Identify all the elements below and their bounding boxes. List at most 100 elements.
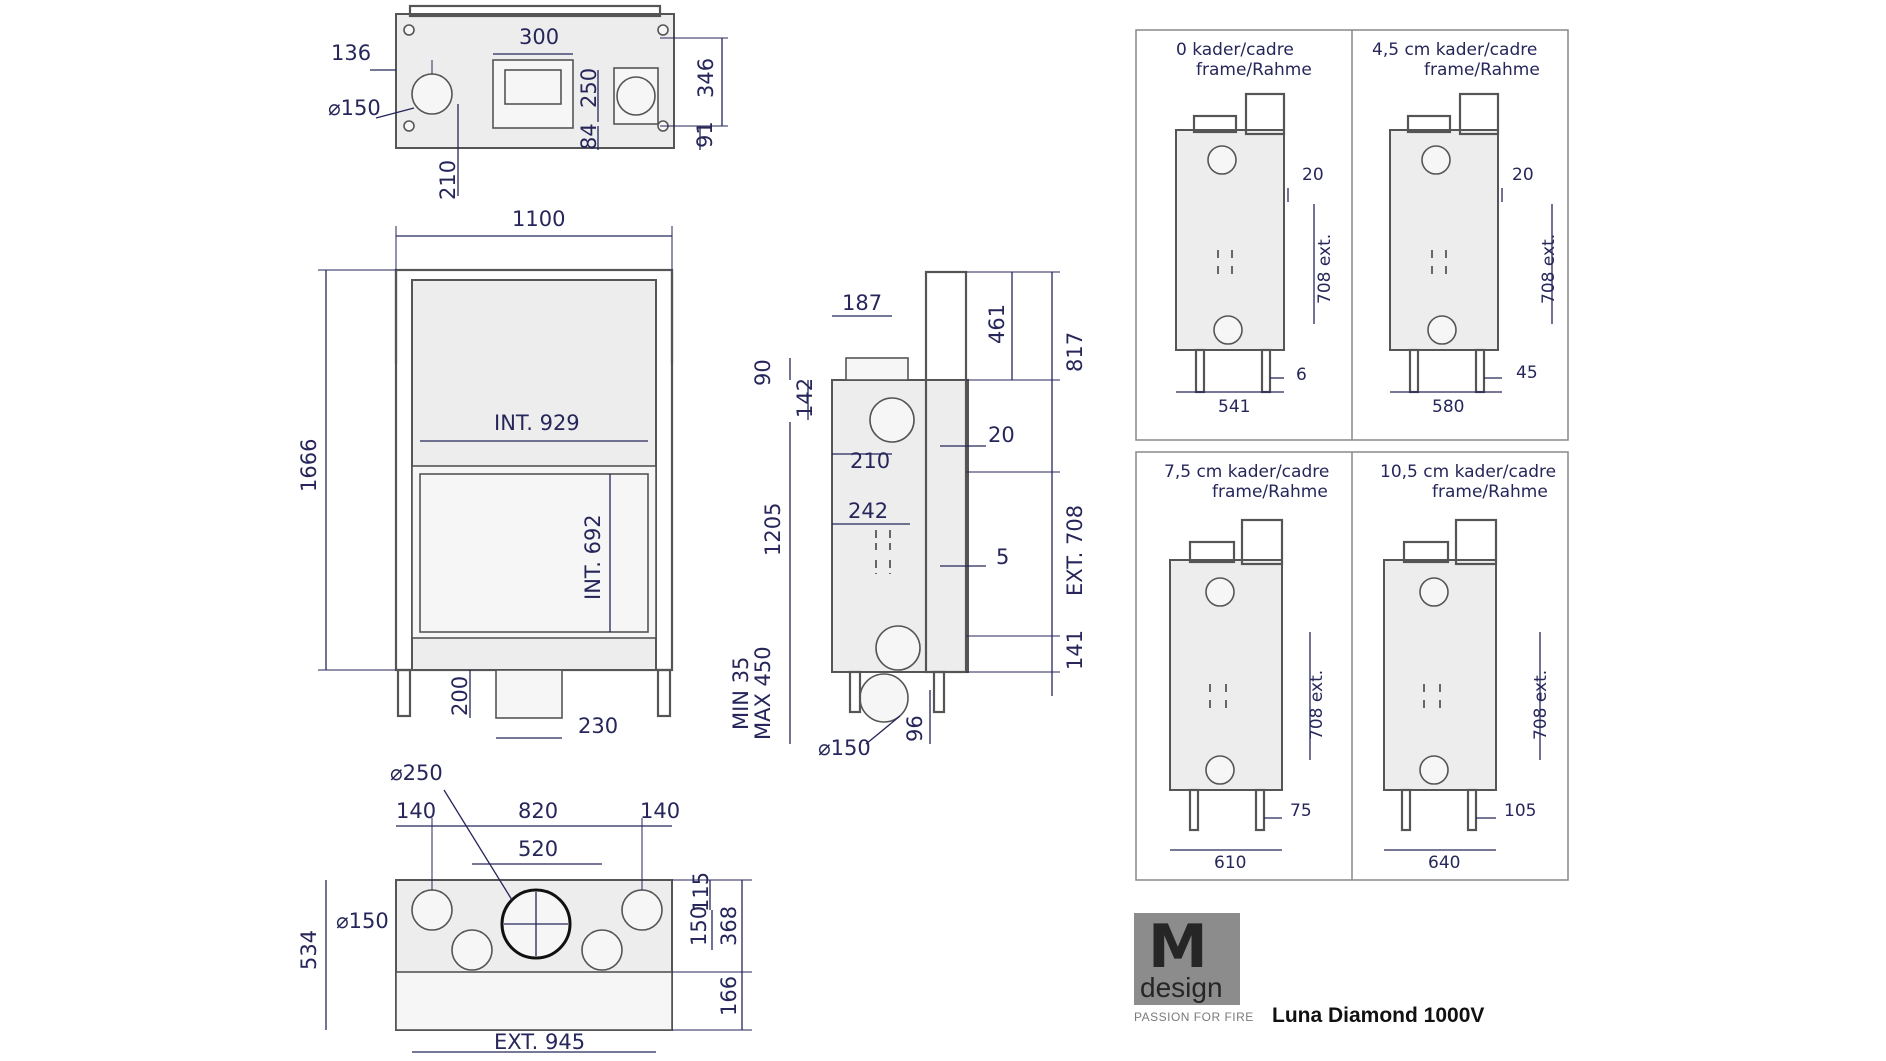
- frame-panel-1: 4,5 cm kader/cadre frame/Rahme 20 708 ex…: [1372, 40, 1559, 417]
- bottom-dim-150: ⌀150: [336, 909, 389, 933]
- front-view-duct: [495, 669, 563, 719]
- side-dim-20: 20: [988, 423, 1015, 447]
- side-dim-min35: MIN 35: [729, 657, 753, 730]
- front-view-glass-inner: [419, 473, 649, 633]
- top-view-rim: [408, 4, 662, 18]
- model-name: Luna Diamond 1000V: [1272, 1004, 1485, 1027]
- front-dim-int692: INT. 692: [581, 514, 605, 600]
- side-dim-141: 141: [1063, 630, 1087, 670]
- top-dim-136: 136: [331, 41, 371, 65]
- side-dim-242: 242: [848, 499, 888, 523]
- bottom-dim-820: 820: [518, 799, 558, 823]
- brand-logo: M design: [1134, 913, 1240, 1005]
- side-view: 187 90 142 461 817 210 20 242 1205 5 EXT…: [729, 270, 1087, 760]
- bottom-dim-520: 520: [518, 837, 558, 861]
- bottom-view: ⌀250 140 820 140 520 ⌀150 534 115 150 36…: [297, 761, 752, 1054]
- side-view-bottom-pipe: [875, 625, 921, 671]
- bottom-dim-140-right: 140: [640, 799, 680, 823]
- side-dim-1205: 1205: [761, 503, 785, 556]
- top-dim-250: 250: [577, 68, 601, 108]
- top-dim-210: 210: [436, 160, 460, 200]
- bottom-view-pipe-150: [581, 929, 623, 971]
- panel-3-line2: frame/Rahme: [1432, 482, 1548, 502]
- front-dim-1666: 1666: [297, 439, 321, 492]
- front-view: 1100 1666 INT. 929 INT. 692 200 230: [297, 207, 674, 739]
- side-dim-187: 187: [842, 291, 882, 315]
- bottom-view-pipe-150: [451, 929, 493, 971]
- bottom-dim-150-vert: 150: [687, 906, 711, 946]
- bottom-dim-ext945: EXT. 945: [494, 1030, 585, 1054]
- side-view-top-pipe: [869, 397, 915, 443]
- side-view-leg: [932, 670, 946, 714]
- front-dim-200: 200: [448, 676, 472, 716]
- top-view-foot: [657, 24, 669, 36]
- top-view-pipe-150: [411, 73, 453, 115]
- panel-0-top: 20: [1302, 165, 1324, 185]
- panel-1-ext: 708 ext.: [1539, 234, 1559, 304]
- logo-word: design: [1140, 972, 1223, 1003]
- top-view-foot: [403, 120, 415, 132]
- frame-panels: 0 kader/cadre frame/Rahme 20 708 ext. 6 …: [1135, 29, 1569, 881]
- top-dim-300: 300: [519, 25, 559, 49]
- panel-1-top: 20: [1512, 165, 1534, 185]
- top-dim-91: 91: [693, 121, 717, 148]
- front-dim-int929: INT. 929: [494, 411, 580, 435]
- panel-1-side: 45: [1516, 363, 1538, 383]
- frame-panel-3: 10,5 cm kader/cadre frame/Rahme 708 ext.…: [1380, 462, 1556, 873]
- side-view-collar: [845, 357, 909, 381]
- side-dim-142: 142: [793, 378, 817, 418]
- top-view-outlet-inner: [504, 69, 562, 105]
- front-view-leg: [656, 668, 672, 718]
- bottom-dim-534: 534: [297, 930, 321, 970]
- side-dim-96: 96: [903, 715, 927, 742]
- side-dim-817: 817: [1063, 332, 1087, 372]
- side-dim-ext708: EXT. 708: [1063, 505, 1087, 596]
- panel-0-ext: 708 ext.: [1315, 234, 1335, 304]
- side-view-leg: [848, 670, 862, 714]
- top-view-vent-pipe: [616, 76, 656, 116]
- bottom-dim-115: 115: [689, 872, 713, 912]
- panel-3-width: 640: [1428, 853, 1460, 873]
- front-dim-1100: 1100: [512, 207, 565, 231]
- panel-3-ext: 708 ext.: [1531, 670, 1551, 740]
- panel-2-ext: 708 ext.: [1307, 670, 1327, 740]
- panel-0-line2: frame/Rahme: [1196, 60, 1312, 80]
- bottom-view-pipe-150: [411, 889, 453, 931]
- logo-tagline: PASSION FOR FIRE: [1134, 1010, 1254, 1024]
- top-dim-346: 346: [694, 58, 718, 98]
- bottom-dim-250: ⌀250: [390, 761, 443, 785]
- bottom-view-lower: [395, 971, 673, 1031]
- panel-2-line2: frame/Rahme: [1212, 482, 1328, 502]
- frame-panel-2: 7,5 cm kader/cadre frame/Rahme 708 ext. …: [1164, 462, 1329, 873]
- bottom-view-pipe-150: [621, 889, 663, 931]
- panel-2-width: 610: [1214, 853, 1246, 873]
- panel-2-line1: 7,5 cm kader/cadre: [1164, 462, 1329, 482]
- top-view: 136 300 346 250 84 91 210 ⌀150: [328, 4, 728, 200]
- panel-0-width: 541: [1218, 397, 1250, 417]
- panel-3-side: 105: [1504, 801, 1536, 821]
- panel-0-side: 6: [1296, 365, 1307, 385]
- bottom-dim-368: 368: [717, 906, 741, 946]
- top-dim-150: ⌀150: [328, 96, 381, 120]
- panel-1-width: 580: [1432, 397, 1464, 417]
- panel-3-line1: 10,5 cm kader/cadre: [1380, 462, 1556, 482]
- side-dim-5: 5: [996, 545, 1009, 569]
- side-dim-max450: MAX 450: [751, 646, 775, 740]
- logo-letter: M: [1148, 912, 1208, 982]
- side-dim-461: 461: [985, 304, 1009, 344]
- side-view-pipe-150: [859, 673, 909, 723]
- bottom-dim-166: 166: [717, 976, 741, 1016]
- panel-1-line1: 4,5 cm kader/cadre: [1372, 40, 1537, 60]
- frame-panel-0: 0 kader/cadre frame/Rahme 20 708 ext. 6 …: [1175, 40, 1335, 417]
- side-dim-210: 210: [850, 449, 890, 473]
- bottom-dim-140-left: 140: [396, 799, 436, 823]
- top-view-foot: [403, 24, 415, 36]
- panel-0-line1: 0 kader/cadre: [1176, 40, 1294, 60]
- front-view-leg: [396, 668, 412, 718]
- panel-1-line2: frame/Rahme: [1424, 60, 1540, 80]
- front-dim-230: 230: [578, 714, 618, 738]
- side-dim-90: 90: [751, 359, 775, 386]
- panel-2-side: 75: [1290, 801, 1312, 821]
- top-dim-84: 84: [577, 123, 601, 150]
